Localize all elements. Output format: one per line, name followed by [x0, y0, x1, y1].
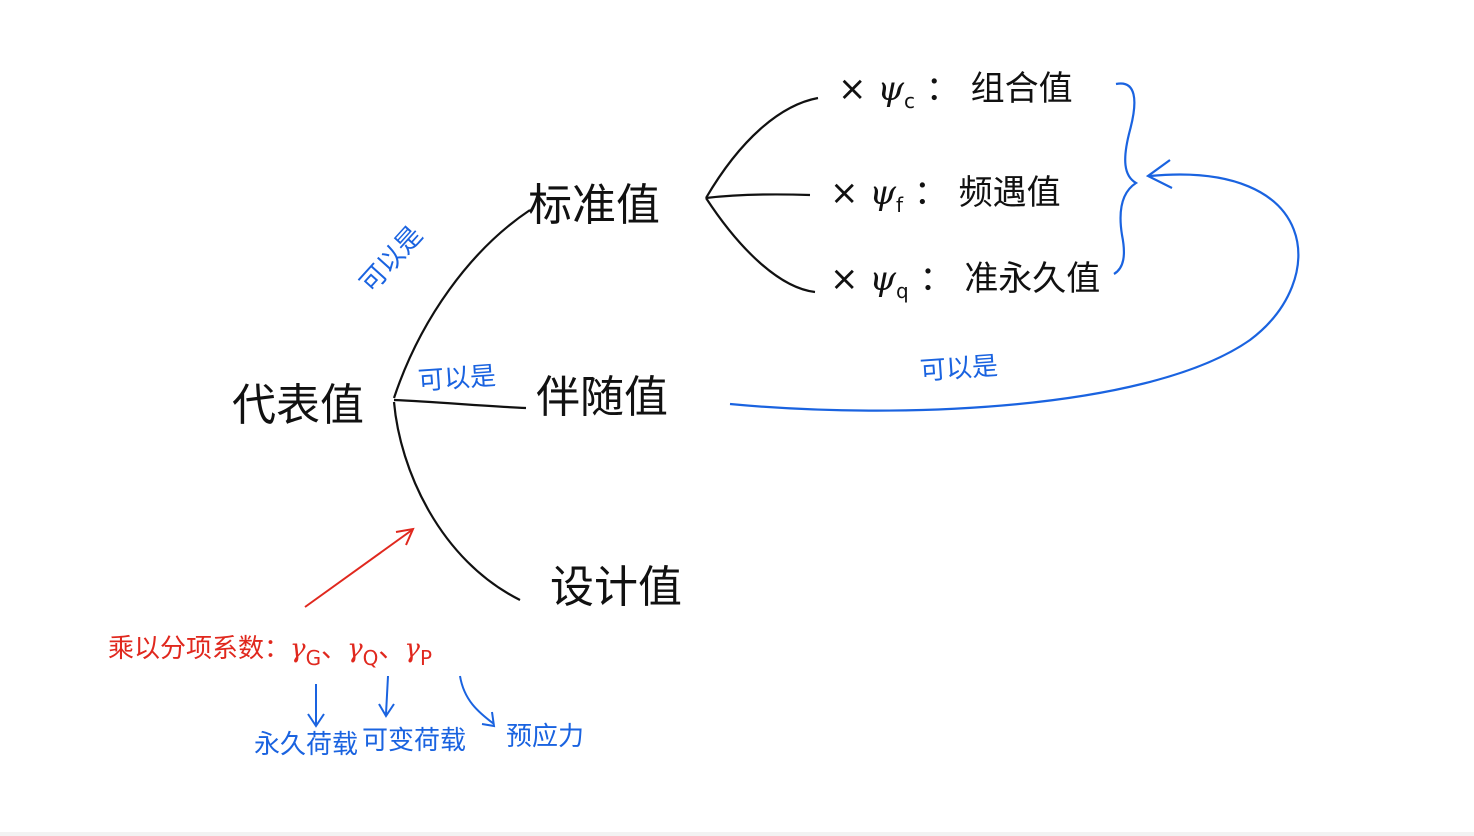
quasi-permanent-value-label: 准永久值: [964, 259, 1101, 299]
times-sign: ×: [838, 69, 867, 109]
branch-to-design: [392, 401, 521, 601]
accompanying-value-label: 伴随值: [536, 372, 668, 423]
psi-subscript: q: [895, 279, 909, 303]
branch-to-accompanying: [393, 398, 527, 410]
times-sign: ×: [830, 259, 859, 299]
factor-arrow-head: [395, 527, 415, 546]
separator: 、: [378, 634, 405, 664]
psi-subscript: f: [895, 193, 904, 217]
separator: 、: [321, 634, 348, 664]
prestress-label: 预应力: [506, 722, 585, 752]
can-be-annotation-loop: 可以是: [919, 351, 999, 387]
frequent-branch: × ψf ： 频遇值: [830, 176, 1061, 215]
can-be-annotation-accompanying: 可以是: [417, 361, 497, 397]
colon: ：: [925, 69, 960, 109]
psi-symbol: ψ: [877, 69, 904, 109]
partial-factor-line: 乘以分项系数：γG、γQ、γP: [108, 636, 432, 668]
bottom-divider: [0, 832, 1474, 836]
combination-branch: × ψc ： 组合值: [838, 72, 1073, 111]
gamma-symbol: γ: [290, 634, 306, 664]
quasi-permanent-branch: × ψq ： 准永久值: [830, 262, 1100, 301]
combination-value-label: 组合值: [970, 69, 1073, 109]
branch-to-quasi-permanent: [705, 197, 816, 294]
permanent-load-label: 永久荷载: [254, 730, 359, 760]
standard-value-label: 标准值: [528, 180, 660, 231]
colon: ：: [913, 173, 948, 213]
root-node-label: 代表值: [232, 380, 364, 431]
gamma-symbol: γ: [404, 634, 420, 664]
colon: ：: [919, 259, 954, 299]
gamma-g-arrow: [307, 684, 325, 728]
frequent-value-label: 频遇值: [958, 173, 1061, 213]
gamma-symbol: γ: [347, 634, 363, 664]
times-sign: ×: [830, 173, 859, 213]
branch-to-frequent: [705, 193, 811, 200]
variable-load-label: 可变荷载: [362, 726, 467, 756]
gamma-q-subscript: Q: [362, 646, 379, 670]
loop-arrow-head: [1145, 159, 1173, 189]
curly-brace: [1113, 82, 1139, 275]
branch-to-standard: [392, 209, 531, 399]
partial-factor-label: 乘以分项系数：: [108, 634, 291, 664]
branch-to-combination: [705, 96, 819, 199]
gamma-q-arrow: [378, 675, 395, 718]
gamma-p-arrow: [459, 675, 496, 728]
psi-symbol: ψ: [869, 259, 896, 299]
gamma-p-subscript: P: [419, 646, 432, 670]
factor-arrow-line: [304, 529, 413, 608]
gamma-g-subscript: G: [305, 646, 322, 670]
psi-symbol: ψ: [869, 173, 896, 213]
loop-arrow-path: [729, 173, 1300, 412]
psi-subscript: c: [903, 89, 915, 113]
design-value-label: 设计值: [550, 562, 682, 613]
